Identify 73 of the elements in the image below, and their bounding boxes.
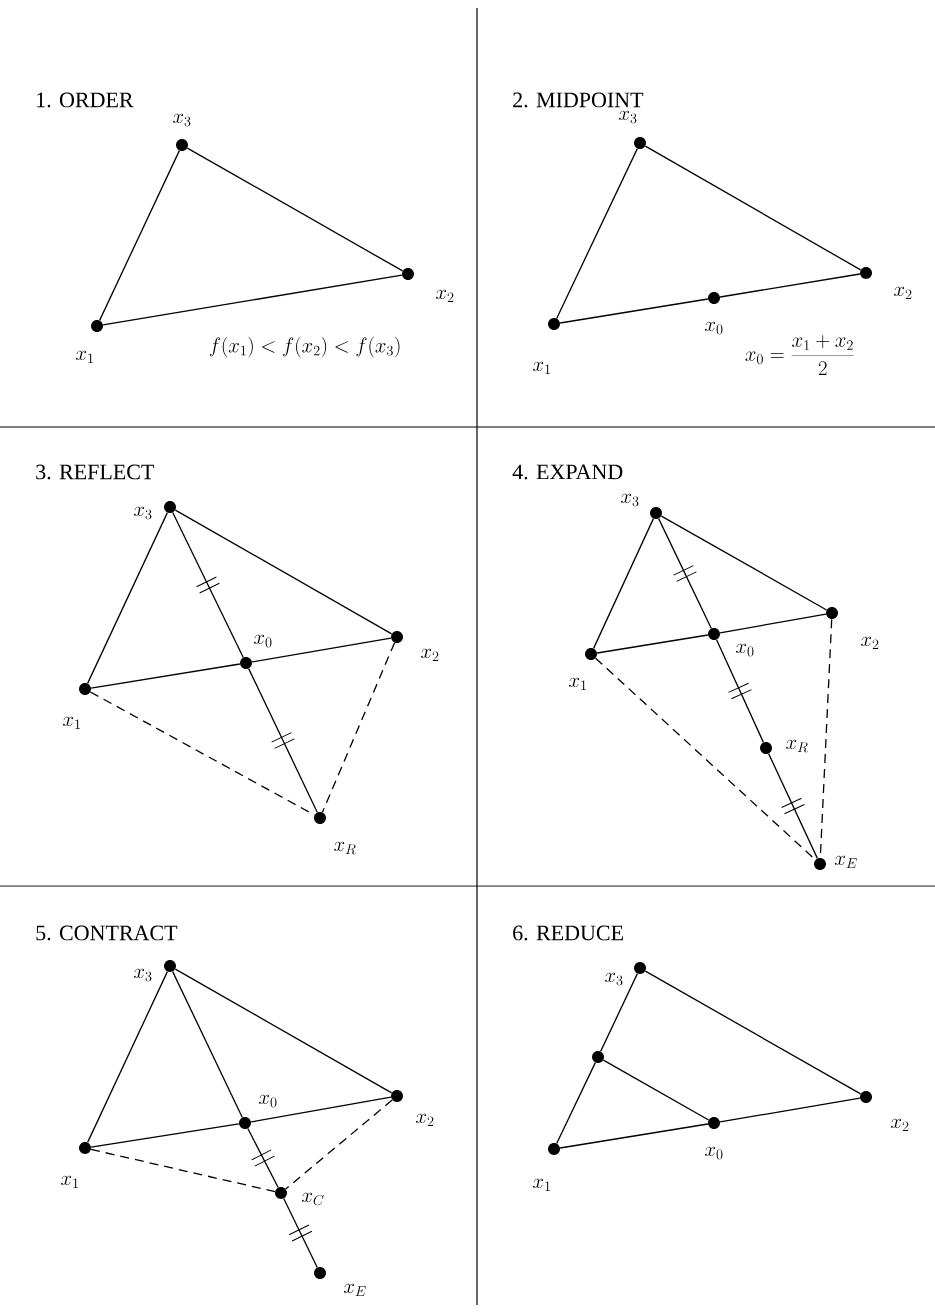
- panel-title: 2. MIDPOINT: [513, 92, 644, 108]
- line-segment: [559, 1123, 709, 1149]
- formula: $f(x_1) < f(x_2) < f(x_3)$: [209, 336, 400, 358]
- line-segment: [89, 691, 316, 816]
- panel-title: 5. CONTRACT: [36, 925, 178, 941]
- point-label: $x_1$: [76, 350, 93, 363]
- point-label: $x_3$: [173, 113, 191, 127]
- point-label: $x_R$: [786, 739, 808, 753]
- point-label: $x_3$: [605, 972, 623, 986]
- line-segment: [86, 971, 169, 1144]
- point-label: $x_2$: [891, 1118, 909, 1132]
- point-label: $x_1$: [533, 1178, 550, 1192]
- point-label: $x_3$: [134, 968, 152, 982]
- line-segment: [592, 518, 655, 649]
- formula: $x_0 = \frac{x_1 + x_2}{2}$: [745, 335, 854, 375]
- point-label: $x_0$: [705, 1146, 723, 1160]
- point-label: $x_1$: [569, 677, 586, 691]
- line-segment: [602, 1059, 710, 1121]
- line-segment: [90, 1123, 240, 1148]
- line-segment: [174, 968, 393, 1094]
- line-segment: [250, 1096, 392, 1123]
- panel-title: 6. REDUCE: [513, 925, 623, 941]
- point-label: $x_C$: [302, 1192, 324, 1206]
- point-label: $x_E$: [834, 855, 857, 869]
- line-segment: [86, 511, 169, 685]
- point-label: $x_0$: [259, 1094, 277, 1108]
- point-label: $x_2$: [861, 636, 879, 650]
- line-segment: [172, 970, 243, 1119]
- point-label: $x_1$: [61, 1175, 78, 1189]
- point-label: $x_2$: [421, 648, 439, 662]
- line-segment: [247, 1127, 279, 1189]
- line-segment: [660, 515, 828, 611]
- line-segment: [285, 1099, 393, 1190]
- line-segment: [719, 273, 861, 298]
- point-label: $x_0$: [705, 321, 723, 335]
- panel-title: 3. REFLECT: [36, 464, 154, 480]
- point-label: $x_0$: [736, 643, 754, 657]
- line-segment: [321, 642, 396, 813]
- line-segment: [99, 149, 180, 322]
- line-segment: [186, 147, 404, 272]
- line-segment: [556, 147, 638, 320]
- line-segment: [644, 970, 862, 1095]
- line-segment: [172, 511, 244, 659]
- line-segment: [283, 1197, 318, 1269]
- line-segment: [248, 667, 318, 814]
- line-segment: [596, 634, 709, 654]
- panel-title: 1. ORDER: [37, 92, 134, 108]
- point-label: $x_2$: [436, 289, 454, 302]
- point-label: $x_2$: [416, 1113, 434, 1127]
- line-segment: [715, 639, 765, 743]
- line-segment: [600, 972, 638, 1053]
- line-segment: [559, 298, 709, 324]
- line-segment: [658, 517, 712, 630]
- point-label: $x_0$: [254, 634, 272, 648]
- point-label: $x_1$: [533, 361, 550, 374]
- line-segment: [719, 1097, 861, 1123]
- line-segment: [251, 637, 392, 663]
- line-segment: [102, 274, 403, 326]
- point-label: $x_1$: [63, 716, 80, 730]
- point-label: $x_3$: [619, 110, 637, 124]
- line-segment: [90, 663, 241, 689]
- point-label: $x_3$: [621, 493, 639, 507]
- line-segment: [556, 1061, 596, 1145]
- point-label: $x_R$: [334, 841, 356, 855]
- line-segment: [90, 1148, 276, 1193]
- point-label: $x_2$: [894, 286, 912, 299]
- point-label: $x_3$: [134, 506, 152, 520]
- line-segment: [174, 509, 393, 635]
- line-segment: [767, 753, 819, 860]
- line-segment: [719, 613, 827, 634]
- point-label: $x_E$: [343, 1283, 366, 1297]
- line-segment: [644, 145, 862, 271]
- panel-title: 4. EXPAND: [512, 464, 623, 480]
